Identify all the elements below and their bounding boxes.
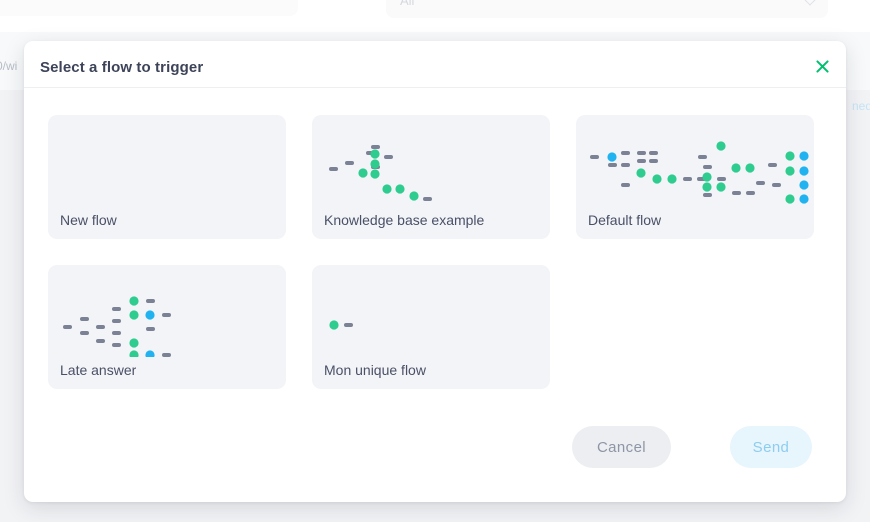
- close-icon[interactable]: [812, 56, 832, 76]
- background-toolbar: All: [0, 0, 870, 32]
- background-left-text: 0/wi: [0, 59, 18, 73]
- flow-card-label: New flow: [60, 212, 117, 228]
- send-button[interactable]: Send: [730, 426, 812, 468]
- flow-thumbnail: [48, 265, 286, 357]
- flow-card[interactable]: Knowledge base example: [312, 115, 550, 239]
- flow-card-label: Late answer: [60, 362, 137, 378]
- select-flow-modal: Select a flow to trigger New flow Knowled…: [24, 41, 846, 502]
- flow-thumbnail: [312, 265, 550, 357]
- flow-thumbnail: [48, 115, 286, 207]
- flow-card-label: Mon unique flow: [324, 362, 426, 378]
- modal-title: Select a flow to trigger: [40, 59, 204, 76]
- background-right-text: ned: [851, 99, 870, 113]
- chevron-down-icon: [804, 0, 816, 6]
- background-filter-select[interactable]: All: [386, 0, 828, 18]
- flow-card[interactable]: Mon unique flow: [312, 265, 550, 389]
- modal-footer: Cancel Send: [24, 410, 846, 502]
- modal-header: Select a flow to trigger: [24, 41, 846, 88]
- flow-card[interactable]: New flow: [48, 115, 286, 239]
- cancel-button[interactable]: Cancel: [572, 426, 671, 468]
- flow-thumbnail: [576, 115, 814, 207]
- flow-thumbnail: [312, 115, 550, 207]
- background-left-panel: [0, 0, 298, 16]
- flow-card[interactable]: Default flow: [576, 115, 814, 239]
- flow-card-grid: New flow Knowledge base example Default fl…: [48, 115, 838, 389]
- background-filter-value: All: [400, 0, 415, 8]
- flow-card[interactable]: Late answer: [48, 265, 286, 389]
- flow-card-label: Default flow: [588, 212, 662, 228]
- flow-card-label: Knowledge base example: [324, 212, 485, 228]
